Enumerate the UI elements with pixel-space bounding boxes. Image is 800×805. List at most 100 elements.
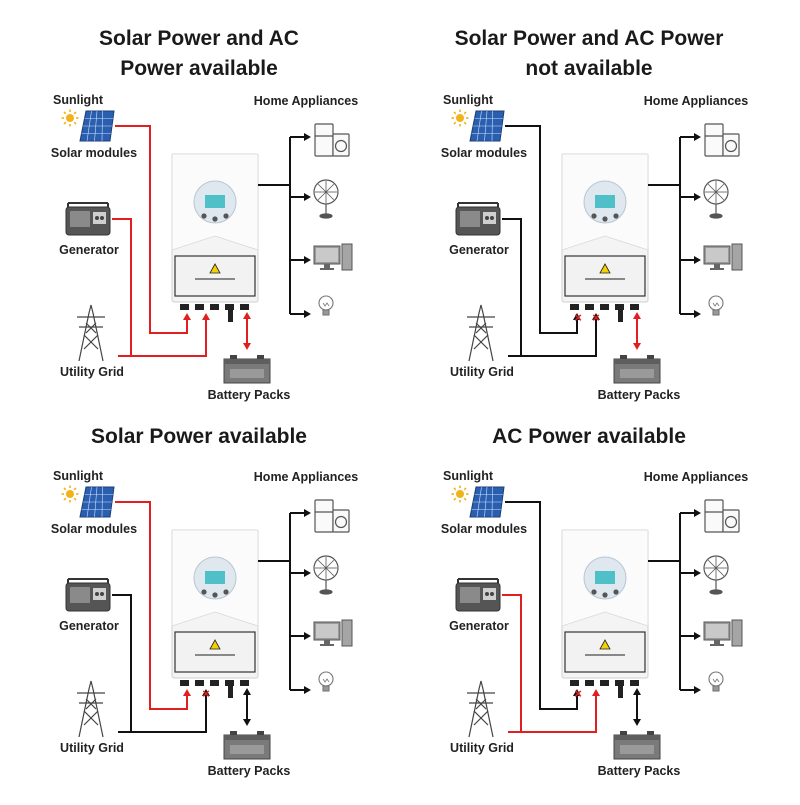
computer-stand (714, 640, 720, 644)
tower-legs (468, 304, 494, 362)
transmission-tower-icon (467, 304, 495, 362)
washer-door (724, 139, 738, 153)
sunlight-label: Sunlight (443, 93, 494, 107)
inverter-cable (618, 686, 623, 698)
computer-tower (731, 619, 743, 647)
computer-icon (313, 619, 353, 647)
sun-ray (453, 121, 457, 125)
sun-ray (63, 497, 67, 501)
generator-knob (485, 216, 489, 220)
bulb-filament (322, 678, 330, 683)
solar-to-inverter-line (115, 125, 188, 334)
home-appliances-label: Home Appliances (644, 94, 748, 108)
washer-door (724, 515, 738, 529)
sun-core (66, 490, 74, 498)
bulb-filament (712, 678, 720, 683)
fan-base (709, 589, 723, 595)
generator-engine (70, 211, 90, 227)
battery-terminal (620, 731, 627, 735)
generator-panel (93, 588, 106, 600)
solar-panel-icon (79, 110, 115, 142)
battery-arrow-up (243, 688, 251, 695)
inverter-connector (570, 304, 579, 310)
battery-arrow-up (633, 688, 641, 695)
hybrid-inverter-icon (171, 153, 259, 322)
to-bulb-arrow-head (694, 686, 701, 694)
sun-icon (451, 109, 469, 127)
bulb-base (322, 685, 330, 692)
battery-terminal (647, 731, 654, 735)
sun-ray (463, 121, 467, 125)
fridge-washer-icon (704, 499, 740, 533)
tower-brace (85, 322, 97, 334)
solar-arrow-head (573, 689, 581, 696)
generator-engine (460, 211, 480, 227)
to-fridge-arrow-head (304, 509, 311, 517)
solar-arrow-head (573, 313, 581, 320)
sun-icon (61, 485, 79, 503)
fan-base (319, 589, 333, 595)
inverter-screen (205, 195, 225, 208)
warning-icon (209, 639, 221, 650)
fan-blade (317, 567, 327, 577)
inverter-connector (195, 680, 204, 686)
inverter-connector (180, 304, 189, 310)
battery-arrow-down (243, 719, 251, 726)
inverter-button (201, 213, 207, 219)
tower-brace (475, 698, 487, 710)
ac-arrow-head (202, 313, 210, 320)
computer-tower (341, 619, 353, 647)
inverter-connector (585, 304, 594, 310)
warning-icon (599, 639, 611, 650)
fan-base (709, 213, 723, 219)
bulb-base (712, 685, 720, 692)
sun-ray (463, 487, 467, 491)
computer-tower (341, 243, 353, 271)
warning-icon (599, 263, 611, 274)
solar-modules-label: Solar modules (51, 146, 137, 160)
inverter-connector (630, 304, 639, 310)
computer-screen (706, 624, 728, 638)
generator-knob (485, 592, 489, 596)
computer-stand (324, 264, 330, 268)
inverter-cable (228, 686, 233, 698)
utility-grid-label: Utility Grid (450, 365, 514, 379)
solar-to-inverter-line (505, 125, 578, 334)
to-computer-arrow-head (304, 632, 311, 640)
inverter-terminal-panel (174, 255, 256, 297)
inverter-connector (570, 680, 579, 686)
bulb-base (712, 309, 720, 316)
to-fridge-arrow-head (694, 133, 701, 141)
fault-x-icon: × (574, 310, 582, 325)
light-bulb-icon (708, 295, 724, 316)
battery-terminal (257, 731, 264, 735)
scenario-title-line: Solar Power and AC (99, 27, 299, 50)
sun-ray (463, 497, 467, 501)
sun-core (456, 490, 464, 498)
generator-label: Generator (449, 243, 509, 257)
inverter-connector (225, 304, 234, 310)
fan-blade (707, 567, 717, 577)
battery-pack-icon (223, 355, 271, 384)
home-appliances-label: Home Appliances (254, 94, 358, 108)
warning-icon (209, 263, 221, 274)
battery-top (614, 735, 660, 740)
sun-ray (63, 121, 67, 125)
fan-blade (707, 559, 717, 569)
to-fan-arrow-head (694, 193, 701, 201)
inverter-screen (205, 571, 225, 584)
inverter-connector (600, 304, 609, 310)
battery-label (620, 745, 654, 754)
bulb-base (322, 309, 330, 316)
inverter-button (613, 213, 619, 219)
inverter-button (223, 589, 229, 595)
sun-ray (63, 111, 67, 115)
fan-blade (707, 191, 717, 201)
battery-pack-icon (613, 731, 661, 760)
inverter-warning-text (195, 278, 235, 280)
transmission-tower-icon (77, 304, 105, 362)
